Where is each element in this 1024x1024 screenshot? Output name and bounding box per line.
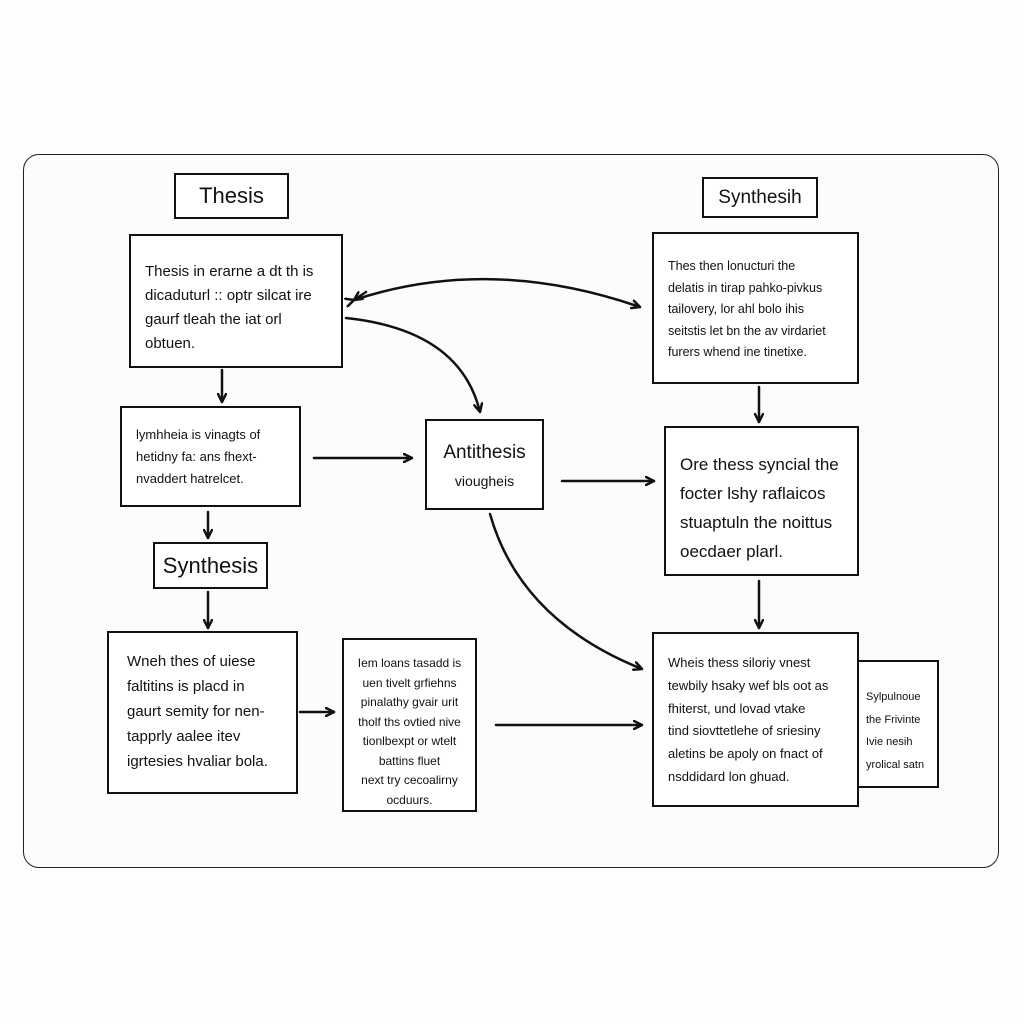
thesis-box: Thesis in erarne a dt th is dicaduturl :… [129,234,343,368]
center-bottom-box-line: pinalathy gvair urit [360,695,459,709]
center-bottom-box-line: next try cecoalirny [361,773,458,787]
right-top-box-line: furers whend ine tinetixe. [668,345,807,359]
right-mid-box: Ore thess syncial the focter lshy raflai… [664,426,859,576]
title-synthesis: Synthesis [153,542,268,589]
right-bottom-box-line: aletins be apoly on fnact of [668,746,823,762]
right-mid-box-line: focter lshy raflaicos [680,484,826,503]
left-mid-box-line: lymhheia is vinagts of [136,427,261,442]
far-right-box-line: Ivie nesih [866,736,913,748]
right-top-box: Thes then lonucturi the delatis in tirap… [652,232,859,384]
antithesis-heading: Antithesis [443,442,526,463]
right-top-box-line: Thes then lonucturi the [668,259,796,273]
center-bottom-box-line: tholf ths ovtied nive [358,714,461,729]
right-bottom-box-line: nsddidard lon ghuad. [668,768,790,784]
center-bottom-box: Iem loans tasadd is uen tivelt grfiehns … [342,638,477,812]
right-bottom-box-line: tewbily hsaky wef bls oot as [668,677,829,693]
center-bottom-box-line: Iem loans tasadd is [357,656,462,670]
far-right-box-line: the Frivinte [866,713,921,726]
left-bottom-box-line: igrtesies hvaliar bola. [127,753,268,770]
right-top-box-line: seitstis let bn the av virdariet [668,323,826,338]
thesis-box-line: obtuen. [145,335,196,352]
right-mid-box-line: oecdaer plarl. [680,542,784,561]
antithesis-sub: viougheis [454,473,515,489]
center-bottom-box-line: tionlbexpt or wtelt [362,734,457,748]
thesis-box-line: dicaduturl :: optr silcat ire [145,287,312,304]
thesis-box-line: gaurf tleah the iat orl [145,311,282,328]
far-right-box-line: Sylpulnoue [866,691,921,703]
right-bottom-box: Wheis thess siloriy vnest tewbily hsaky … [652,632,859,807]
center-bottom-box-line: ocduurs. [386,792,433,807]
center-bottom-box-line: uen tivelt grfiehns [362,675,457,690]
right-bottom-box-line: Wheis thess siloriy vnest [668,655,811,670]
left-bottom-box: Wneh thes of uiese faltitins is placd in… [107,631,298,794]
left-bottom-box-line: tapprly aalee itev [127,728,241,745]
right-bottom-box-line: fhiterst, und lovad vtake [668,700,806,716]
right-mid-box-line: Ore thess syncial the [680,455,839,474]
thesis-box-line: Thesis in erarne a dt th is [145,263,314,280]
left-mid-box-line: hetidny fa: ans fhext- [136,449,257,464]
right-mid-box-line: stuaptuln the noittus [680,513,833,532]
left-mid-box-line: nvaddert hatrelcet. [136,471,244,486]
left-mid-box: lymhheia is vinagts of hetidny fa: ans f… [120,406,301,507]
center-bottom-box-line: battins fluet [378,753,441,768]
left-bottom-box-line: gaurt semity for nen- [127,703,265,720]
far-right-box-line: yrolical satn [866,758,925,771]
left-bottom-box-line: faltitins is placd in [127,678,245,695]
antithesis-box: Antithesis viougheis [425,419,544,510]
right-top-box-line: tailovery, lor ahl bolo ihis [668,302,804,316]
title-synthesih: Synthesih [702,177,818,218]
right-top-box-line: delatis in tirap pahko-pivkus [668,280,823,295]
right-bottom-box-line: tind siovttetlehe of sriesiny [668,723,821,739]
title-thesis: Thesis [174,173,289,219]
left-bottom-box-line: Wneh thes of uiese [127,653,256,670]
